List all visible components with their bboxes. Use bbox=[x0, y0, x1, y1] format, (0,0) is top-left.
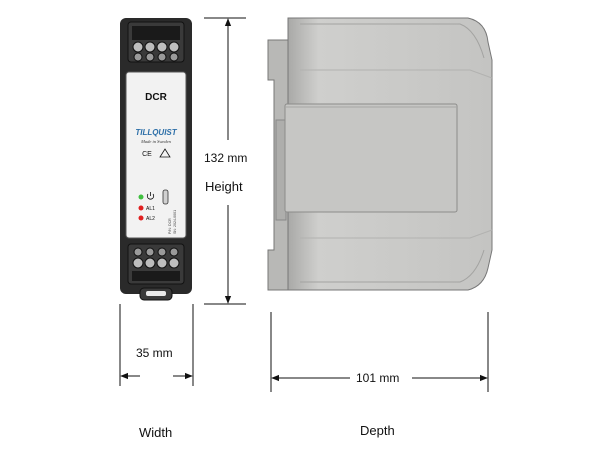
width-value: 35 mm bbox=[136, 346, 173, 360]
usb-port bbox=[162, 189, 169, 205]
led-group: AL1 AL2 bbox=[138, 192, 155, 222]
height-value: 132 mm bbox=[204, 151, 248, 165]
side-label: P/N: DCR SN: 2024-0001 bbox=[168, 210, 177, 234]
led-al2-label: AL2 bbox=[146, 216, 155, 222]
led-al1-label: AL1 bbox=[146, 206, 155, 212]
led-al1 bbox=[138, 205, 144, 211]
led-power bbox=[138, 194, 144, 200]
width-caption: Width bbox=[139, 425, 173, 440]
top-screw-row bbox=[132, 41, 180, 62]
bottom-terminal-block bbox=[127, 243, 185, 285]
depth-caption: Depth bbox=[360, 423, 395, 438]
side-device bbox=[267, 17, 493, 291]
side-label-line-1: P/N: DCR bbox=[168, 218, 172, 234]
height-caption: Height bbox=[205, 179, 243, 194]
brand-logo: TILLQUIST bbox=[135, 128, 177, 137]
side-center-panel bbox=[284, 103, 458, 213]
led-al2 bbox=[138, 215, 144, 221]
depth-value: 101 mm bbox=[356, 371, 400, 385]
power-icon bbox=[146, 192, 155, 200]
model-label: DCR bbox=[145, 92, 167, 103]
top-terminal-block bbox=[127, 21, 185, 63]
front-device: DCR TILLQUIST Made in Sweden CE AL1 AL2 … bbox=[120, 18, 192, 301]
warning-triangle-icon bbox=[159, 148, 171, 158]
brand-tagline: Made in Sweden bbox=[140, 139, 171, 144]
side-label-line-2: SN: 2024-0001 bbox=[173, 210, 177, 234]
ce-mark-icon: CE bbox=[142, 151, 152, 158]
bottom-screw-row bbox=[132, 247, 180, 269]
